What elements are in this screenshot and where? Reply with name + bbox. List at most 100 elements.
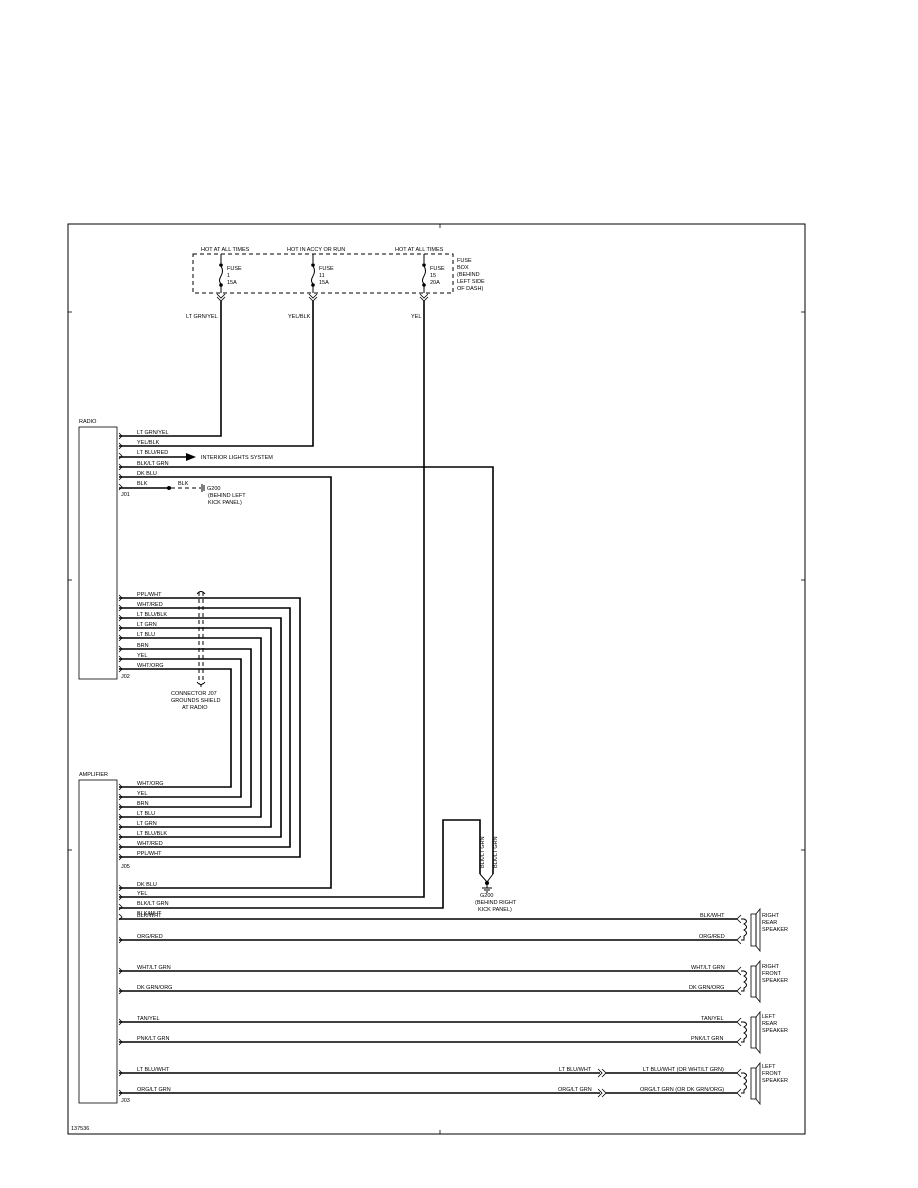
radio-pin-yel: YEL [137, 653, 147, 659]
wire-amp-blk-lt-grn [119, 819, 481, 909]
speaker-lf-mid-a: LT BLU/WHT [559, 1067, 592, 1073]
ground-right-wire-1: BLK/LT GRN [480, 836, 486, 868]
speaker-rf-end-a: WHT/LT GRN [691, 965, 725, 971]
ground-right: BLK/LT GRN BLK/LT GRN G200 (BEHIND RIGHT… [475, 836, 517, 913]
speaker-right-front: RIGHT FRONT SPEAKER [736, 959, 788, 1004]
speaker-rr-label-1: RIGHT [762, 913, 780, 919]
radio-pin-lt-grn-yel: LT GRN/YEL [137, 430, 169, 436]
radio-pin-dk-blu: DK BLU [137, 471, 157, 477]
speaker-lf-label-3: SPEAKER [762, 1078, 788, 1084]
radio-pin-wht-red: WHT/RED [137, 602, 163, 608]
speaker-lr-end-a: TAN/YEL [701, 1016, 724, 1022]
hot-label-1: HOT AT ALL TIMES [201, 247, 250, 253]
fuse-box-caption-1: FUSE [457, 258, 472, 264]
ground-left-wire: BLK [178, 481, 189, 487]
speaker-left-front: LEFT FRONT SPEAKER [736, 1061, 788, 1106]
figure-id: 137536 [71, 1126, 89, 1132]
fuse-11: FUSE 11 15A [311, 254, 334, 293]
radio-pin-marks [118, 432, 123, 673]
speaker-lr-label-1: LEFT [762, 1014, 776, 1020]
fuse-11-number: 11 [319, 273, 325, 279]
amp-pin-lt-grn: LT GRN [137, 821, 157, 827]
ground-left-line-1: (BEHIND LEFT [208, 493, 246, 499]
radio-pin-ppl-wht: PPL/WHT [137, 592, 162, 598]
fuse-15-rating: 20A [430, 280, 440, 286]
amplifier-body [78, 779, 118, 1104]
radio-pin-blk-lt-grn: BLK/LT GRN [137, 461, 169, 467]
speaker-rf-end-b: DK GRN/ORG [689, 985, 724, 991]
wire-blk-lt-grn-ground [119, 466, 494, 874]
amp-pin-lt-blu: LT BLU [137, 811, 155, 817]
speaker-rr-label-3: SPEAKER [762, 927, 788, 933]
amp-pin-brn: BRN [137, 801, 149, 807]
speaker-wires [119, 918, 737, 1094]
radio-pin-brn: BRN [137, 643, 149, 649]
radio-connector-top: J01 [121, 492, 130, 498]
speaker-rf-wire-a: WHT/LT GRN [137, 965, 171, 971]
feed-wire-label-3: YEL [411, 314, 421, 320]
diagram-frame [67, 223, 806, 1135]
signal-bundle [119, 597, 301, 858]
feed-wires: LT GRN/YEL YEL/BLK YEL [119, 301, 425, 898]
feed-wire-label-1: LT GRN/YEL [186, 314, 218, 320]
fuse-box: HOT AT ALL TIMES HOT IN ACCY OR RUN HOT … [192, 247, 485, 294]
radio-pin-wht-org: WHT/ORG [137, 663, 164, 669]
speaker-lf-wire-b: ORG/LT GRN [137, 1087, 171, 1093]
speaker-left-rear: LEFT REAR SPEAKER [736, 1010, 788, 1055]
amplifier-title: AMPLIFIER [79, 772, 108, 778]
fuse-15-name: FUSE [430, 266, 445, 272]
amp-pin-yel: YEL [137, 791, 147, 797]
ground-right-id: G200 [480, 893, 493, 899]
speaker-rr-label-2: REAR [762, 920, 777, 926]
fuse-1-rating: 15A [227, 280, 237, 286]
fuse-1-number: 1 [227, 273, 230, 279]
frame-ticks [68, 224, 805, 1134]
fuse-11-name: FUSE [319, 266, 334, 272]
fuse-11-rating: 15A [319, 280, 329, 286]
radio-pin-lt-blu: LT BLU [137, 632, 155, 638]
fuse-box-caption-5: OF DASH) [457, 286, 483, 292]
speaker-lf-mid-b: ORG/LT GRN [558, 1087, 592, 1093]
hot-label-2: HOT IN ACCY OR RUN [287, 247, 345, 253]
speaker-lr-label-2: REAR [762, 1021, 777, 1027]
amp-pin-blk-lt-grn: BLK/LT GRN [137, 901, 169, 907]
radio-pin-yel-blk: YEL/BLK [137, 440, 160, 446]
radio-title: RADIO [79, 419, 97, 425]
speaker-lf-end-b: ORG/LT GRN (OR DK GRN/ORG) [640, 1087, 724, 1093]
amp-pin-wht-red: WHT/RED [137, 841, 163, 847]
amp-pin-lt-blu-blk: LT BLU/BLK [137, 831, 167, 837]
fuse-box-caption-3: (BEHIND [457, 272, 480, 278]
hot-label-3: HOT AT ALL TIMES [395, 247, 444, 253]
speaker-right-rear: RIGHT REAR SPEAKER [736, 907, 788, 953]
shield-note-1: CONNECTOR J07 [171, 691, 217, 697]
wire-yel-blk-feed [119, 301, 314, 447]
shield: CONNECTOR J07 GROUNDS SHIELD AT RADIO [171, 591, 221, 711]
fuse-connector-marks [216, 293, 429, 302]
radio: RADIO J01 J02 LT GRN/YEL YEL/BLK LT BLU/… [78, 419, 169, 680]
wire-lt-grn-yel-feed [119, 301, 222, 437]
ground-right-wire-2: BLK/LT GRN [493, 836, 499, 868]
speaker-lr-end-b: PNK/LT GRN [691, 1036, 724, 1042]
amp-pin-dk-blu: DK BLU [137, 882, 157, 888]
radio-body [78, 426, 118, 680]
ground-left: BLK G200 (BEHIND LEFT KICK PANEL) [119, 481, 246, 506]
speaker-lr-wire-b: PNK/LT GRN [137, 1036, 170, 1042]
fuse-box-outline [192, 253, 454, 294]
interior-lights-branch: INTERIOR LIGHTS SYSTEM [119, 453, 273, 461]
shield-note-3: AT RADIO [182, 705, 208, 711]
speaker-rf-label-1: RIGHT [762, 964, 780, 970]
speaker-lr-wire-a: TAN/YEL [137, 1016, 160, 1022]
ground-left-line-2: KICK PANEL) [208, 500, 242, 506]
speaker-rf-label-3: SPEAKER [762, 978, 788, 984]
ground-left-id: G200 [207, 486, 220, 492]
amplifier-connector-bottom: J03 [121, 1098, 130, 1104]
speaker-rr-end-b: ORG/RED [699, 934, 725, 940]
fuse-1: FUSE 1 15A [219, 254, 242, 293]
ground-right-line-2: KICK PANEL) [478, 907, 512, 913]
radio-pin-lt-blu-red: LT BLU/RED [137, 450, 168, 456]
speaker-wire-marks [118, 936, 607, 1098]
radio-connector-bottom: J02 [121, 674, 130, 680]
speaker-rf-wire-b: DK GRN/ORG [137, 985, 172, 991]
speaker-lf-label-1: LEFT [762, 1064, 776, 1070]
